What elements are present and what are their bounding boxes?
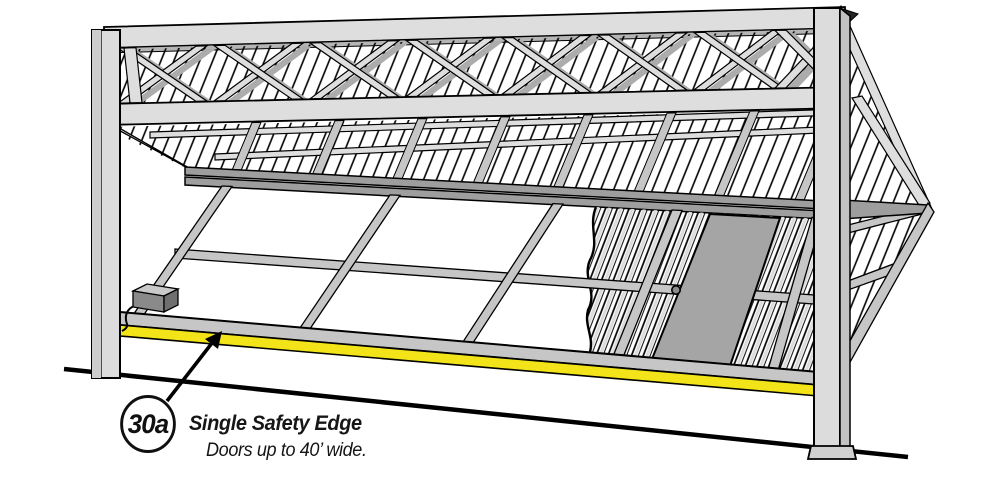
column-base	[806, 445, 858, 460]
right-column	[806, 6, 859, 460]
door-mullions	[131, 185, 823, 372]
door-hinge-rail	[184, 166, 843, 221]
ground-line	[63, 366, 909, 460]
building-side-wing	[832, 5, 935, 366]
callout-subtitle: Doors up to 40’ wide.	[206, 440, 367, 461]
sensor-wire	[121, 305, 135, 332]
left-column	[91, 29, 121, 379]
door-knob	[670, 284, 681, 295]
door-frame	[119, 185, 843, 399]
safety-edge-sensor-box	[121, 283, 181, 332]
callout-badge: 30a	[120, 395, 176, 453]
callout-id: 30a	[127, 408, 169, 439]
side-rafter	[851, 95, 931, 211]
callout-arrow	[165, 331, 222, 403]
callout-title: Single Safety Edge	[189, 412, 362, 435]
truss-x-braces	[116, 27, 851, 107]
